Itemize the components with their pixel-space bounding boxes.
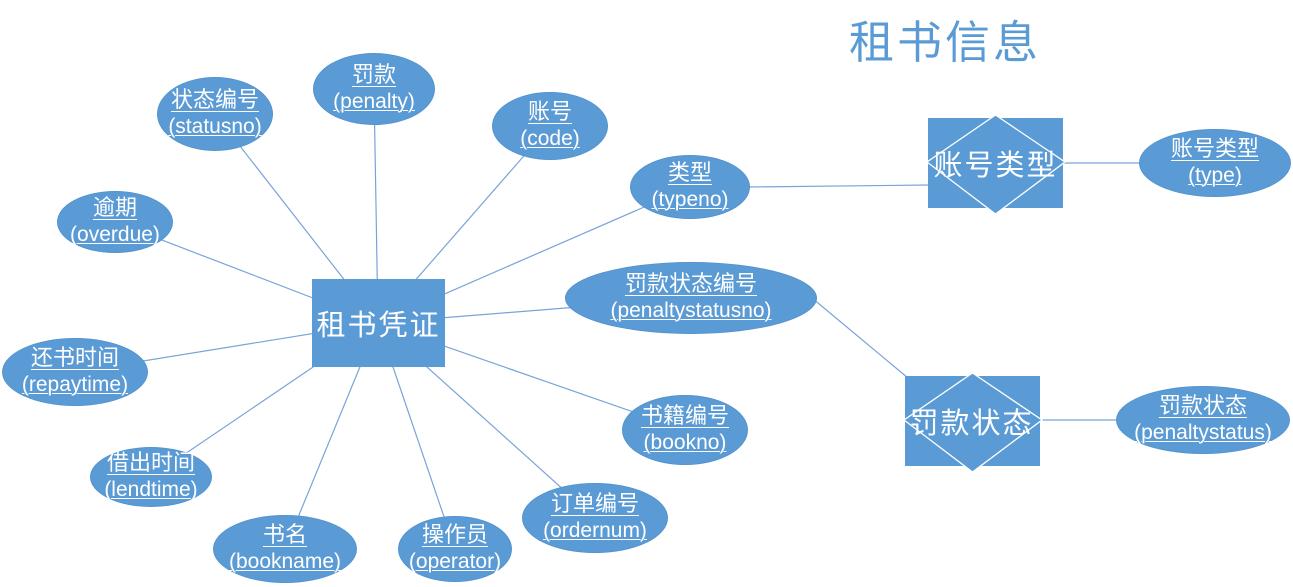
attribute-code: 账号 (code): [492, 92, 608, 160]
attribute-zh-label: 账号: [527, 99, 572, 125]
diagram-title: 租书信息: [848, 18, 1041, 68]
attribute-en-label: (bookname): [228, 550, 342, 574]
attribute-en-label: (penalty): [333, 90, 415, 114]
attribute-zh-label: 订单编号: [550, 491, 639, 517]
attribute-zh-label: 操作员: [421, 522, 488, 548]
attribute-zh-label: 类型: [667, 160, 712, 186]
attribute-en-label: (overdue): [70, 223, 160, 247]
entity-rental-voucher-label: 租书凭证: [316, 310, 441, 342]
attribute-operator: 操作员 (operator): [398, 516, 512, 582]
attribute-type: 账号类型 (type): [1139, 129, 1291, 197]
attribute-penaltystatus: 罚款状态 (penaltystatus): [1116, 386, 1290, 454]
attribute-en-label: (statusno): [168, 115, 262, 139]
attribute-repaytime: 还书时间 (repaytime): [2, 338, 148, 406]
attribute-zh-label: 书名: [262, 522, 307, 548]
attribute-statusno: 状态编号 (statusno): [157, 77, 273, 151]
attribute-zh-label: 还书时间: [30, 345, 119, 371]
attribute-typeno: 类型 (typeno): [630, 155, 750, 219]
attribute-zh-label: 借出时间: [106, 450, 195, 476]
attribute-overdue: 逾期 (overdue): [57, 191, 173, 253]
attribute-zh-label: 罚款: [351, 62, 396, 88]
relation-account-type-shape: [926, 114, 1066, 215]
attribute-zh-label: 状态编号: [170, 87, 259, 113]
relation-account-type-label: 账号类型: [933, 150, 1058, 182]
attribute-ordernum: 订单编号 (ordernum): [522, 483, 668, 553]
relation-penalty-status-shape: [903, 372, 1043, 473]
attribute-zh-label: 书籍编号: [640, 403, 729, 429]
attribute-penalty: 罚款 (penalty): [313, 53, 435, 125]
entity-rental-voucher: 租书凭证: [312, 279, 445, 367]
attribute-lendtime: 借出时间 (lendtime): [90, 447, 212, 507]
attribute-en-label: (bookno): [643, 431, 727, 455]
attribute-en-label: (ordernum): [543, 519, 647, 543]
attribute-penaltystatusno: 罚款状态编号 (penaltystatusno): [565, 262, 817, 334]
attribute-zh-label: 罚款状态编号: [624, 271, 757, 297]
attribute-en-label: (lendtime): [104, 478, 198, 502]
attribute-en-label: (penaltystatus): [1134, 421, 1272, 445]
attribute-zh-label: 逾期: [92, 195, 137, 221]
relation-penalty-status-label: 罚款状态: [909, 407, 1034, 440]
attribute-zh-label: 罚款状态: [1158, 393, 1247, 419]
attribute-bookno: 书籍编号 (bookno): [622, 395, 748, 465]
attribute-en-label: (penaltystatusno): [610, 299, 772, 323]
attribute-en-label: (type): [1188, 164, 1242, 188]
attribute-bookname: 书名 (bookname): [213, 515, 357, 583]
attribute-en-label: (operator): [408, 550, 502, 574]
attribute-en-label: (typeno): [651, 188, 729, 212]
attribute-en-label: (code): [520, 127, 580, 151]
attribute-en-label: (repaytime): [21, 373, 129, 397]
attribute-zh-label: 账号类型: [1170, 136, 1259, 162]
